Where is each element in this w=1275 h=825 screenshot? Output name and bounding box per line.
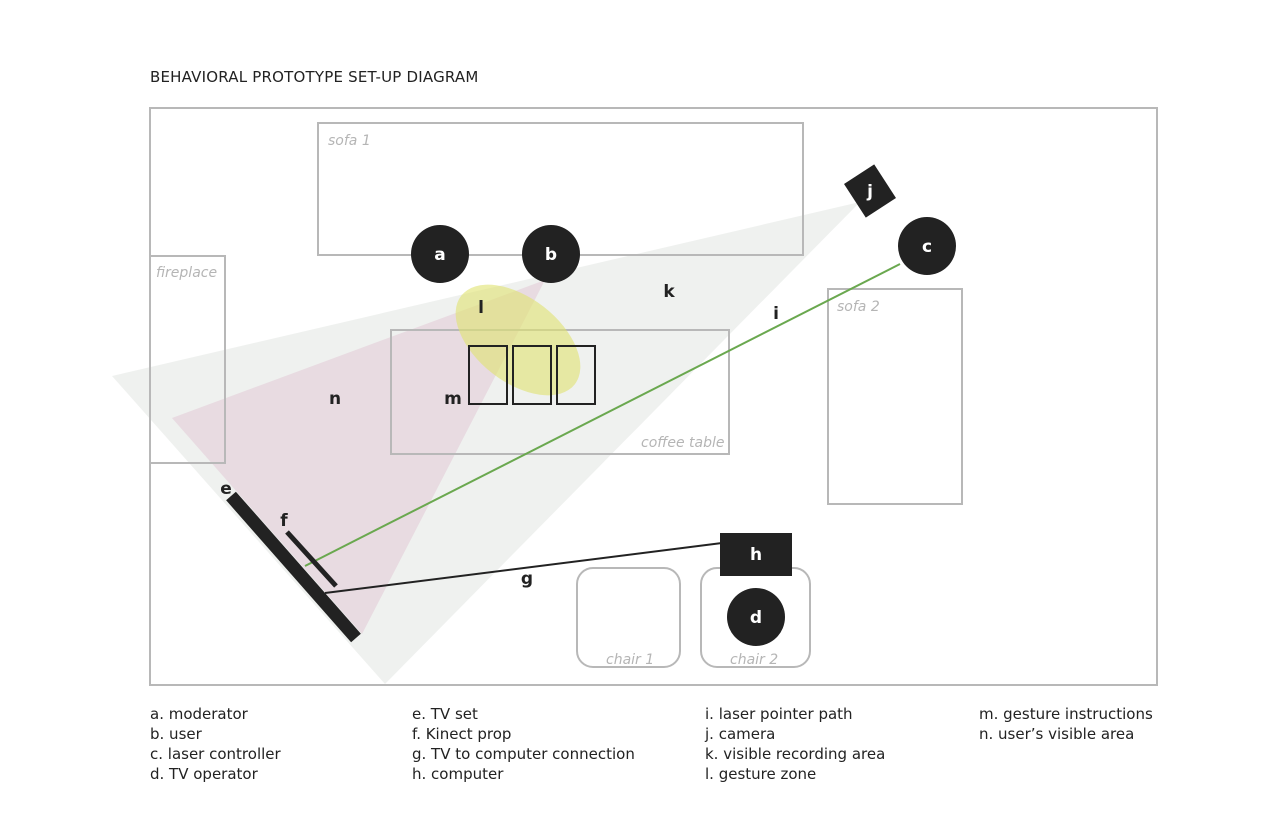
marker-a: a: [434, 245, 445, 265]
legend-item: b. user: [150, 725, 202, 743]
legend-item: m. gesture instructions: [979, 705, 1153, 723]
marker-f: f: [280, 511, 288, 531]
tv-computer-connection: [324, 542, 723, 594]
marker-m: m: [444, 389, 462, 409]
legend-item: e. TV set: [412, 705, 478, 723]
moderator-icon: [411, 225, 469, 283]
marker-j: j: [866, 182, 873, 202]
marker-c: c: [922, 237, 932, 257]
marker-h: h: [750, 545, 762, 565]
sofa-1-label: sofa 1: [328, 133, 371, 149]
camera-icon: [844, 164, 896, 218]
legend-item: f. Kinect prop: [412, 725, 512, 743]
tv-operator-icon: [727, 588, 785, 646]
laser-controller-icon: [898, 217, 956, 275]
marker-b: b: [545, 245, 557, 265]
gesture-card-3: [556, 345, 596, 405]
marker-g: g: [521, 569, 533, 589]
fireplace: [149, 255, 226, 464]
chair-1: [576, 567, 681, 668]
user-visible-area-shape: [172, 280, 545, 634]
marker-d: d: [750, 608, 762, 628]
tv-set: [226, 491, 361, 643]
sofa-2-label: sofa 2: [837, 299, 880, 315]
legend-item: g. TV to computer connection: [412, 745, 635, 763]
diagram-title: BEHAVIORAL PROTOTYPE SET-UP DIAGRAM: [150, 68, 479, 86]
legend-item: d. TV operator: [150, 765, 258, 783]
legend-item: n. user’s visible area: [979, 725, 1135, 743]
legend-item: a. moderator: [150, 705, 248, 723]
legend-column-2: e. TV set f. Kinect prop g. TV to comput…: [412, 704, 635, 784]
legend-item: l. gesture zone: [705, 765, 817, 783]
legend-item: i. laser pointer path: [705, 705, 853, 723]
fireplace-label: fireplace: [156, 265, 217, 281]
marker-i: i: [773, 304, 779, 324]
gesture-card-1: [468, 345, 508, 405]
legend-item: h. computer: [412, 765, 504, 783]
legend-item: k. visible recording area: [705, 745, 886, 763]
sofa-2: [827, 288, 963, 505]
chair-1-label: chair 1: [606, 652, 654, 668]
marker-n: n: [329, 389, 341, 409]
user-icon: [522, 225, 580, 283]
marker-e: e: [220, 479, 232, 499]
marker-k: k: [663, 282, 675, 302]
computer-icon: [720, 533, 792, 576]
laser-pointer-path: [304, 263, 901, 567]
kinect-prop: [285, 530, 338, 588]
legend-column-4: m. gesture instructions n. user’s visibl…: [979, 704, 1153, 744]
legend-item: c. laser controller: [150, 745, 281, 763]
coffee-table-label: coffee table: [641, 435, 725, 451]
legend-column-1: a. moderator b. user c. laser controller…: [150, 704, 281, 784]
marker-l: l: [478, 298, 484, 318]
chair-2-label: chair 2: [730, 652, 778, 668]
gesture-card-2: [512, 345, 552, 405]
gesture-zone-shape: [455, 284, 581, 396]
legend-column-3: i. laser pointer path j. camera k. visib…: [705, 704, 885, 784]
legend-item: j. camera: [705, 725, 776, 743]
